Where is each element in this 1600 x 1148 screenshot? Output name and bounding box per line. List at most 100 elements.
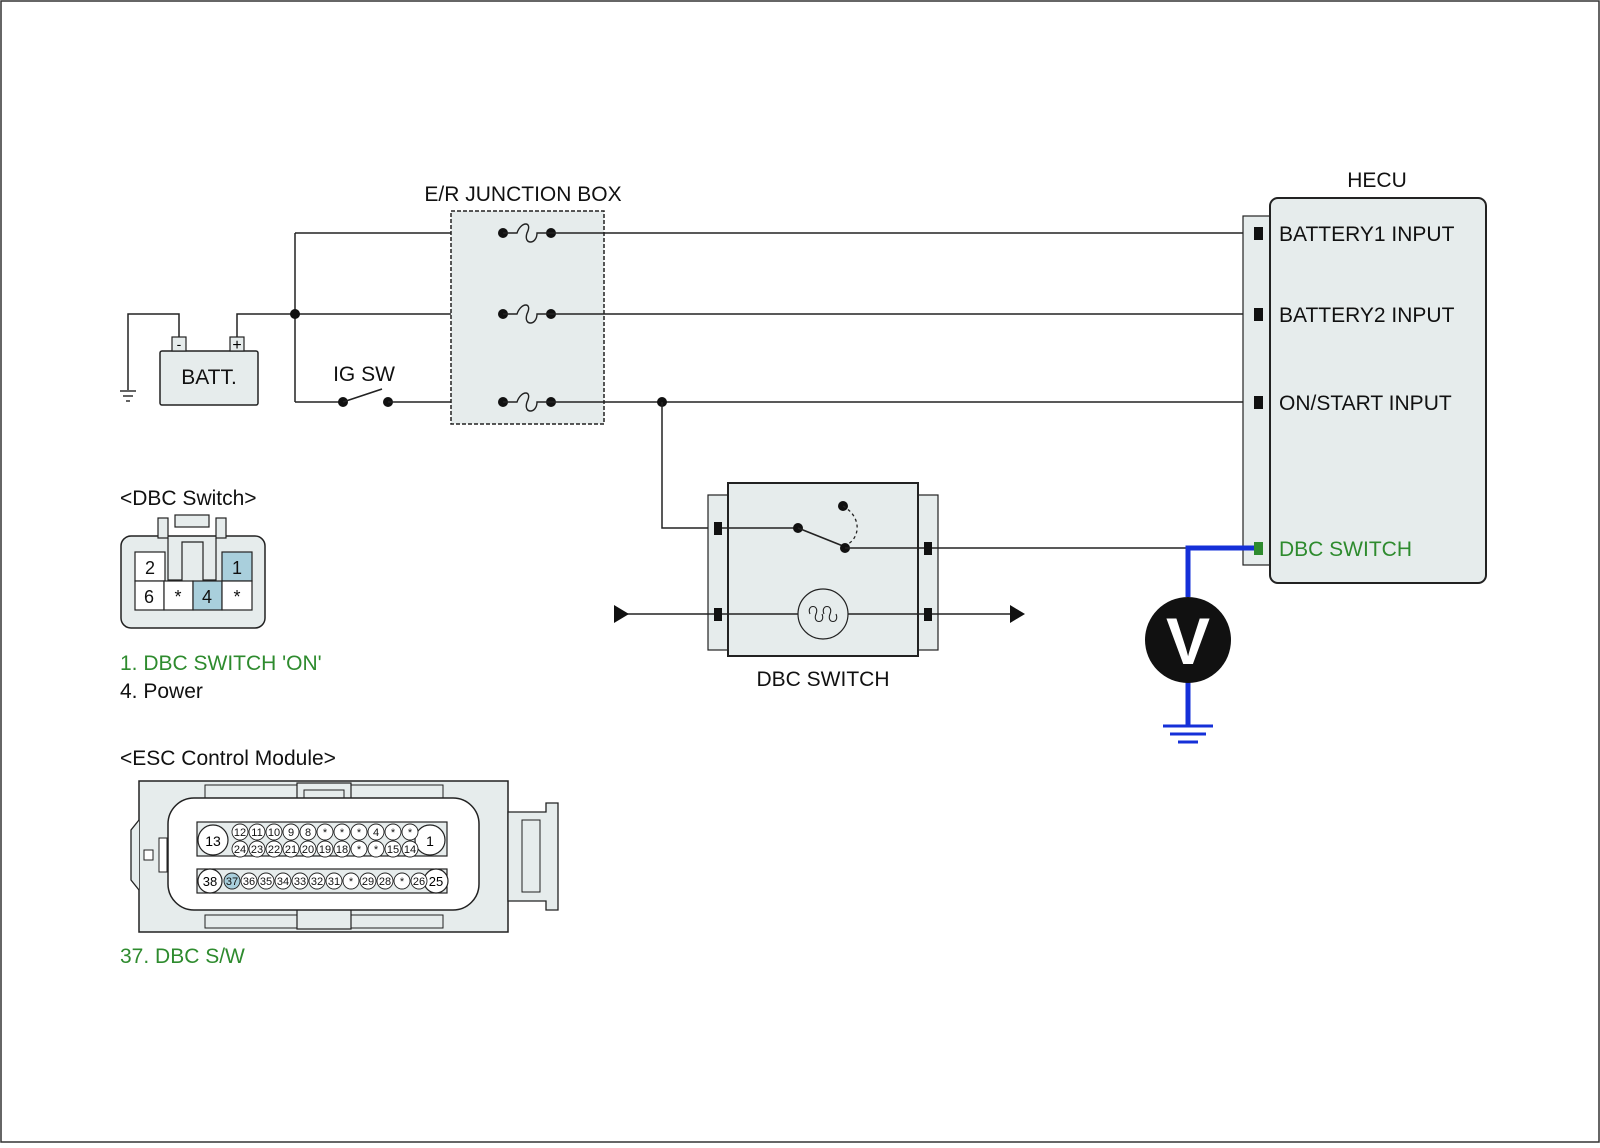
dbc-connector-title: <DBC Switch> [120, 487, 257, 510]
esc-pin-socket [223, 872, 241, 890]
esc-connector-title: <ESC Control Module> [120, 747, 336, 770]
esc-pin-socket [248, 823, 266, 841]
esc-pin-label: 32 [311, 876, 323, 888]
esc-pin-label: * [357, 827, 362, 839]
ground-symbol [120, 390, 136, 402]
esc-pin-label: 34 [277, 876, 289, 888]
junction-box [450, 210, 605, 425]
dbc-pin-4: 4 [202, 587, 212, 607]
dbc-switch-terminals [714, 522, 932, 621]
esc-pin-socket [384, 823, 402, 841]
dbc-power-wire [661, 402, 718, 529]
esc-pin-label: * [357, 844, 362, 856]
fuse-2 [498, 304, 556, 324]
hecu-dbc-terminal-highlight [1254, 542, 1263, 555]
dbc-pin-1: 1 [232, 558, 242, 578]
esc-pin-socket [265, 840, 283, 858]
esc-pin-label: 19 [319, 844, 331, 856]
esc-pin-label: * [400, 876, 405, 888]
esc-pin-label: 20 [302, 844, 314, 856]
esc-pin-1: 1 [426, 833, 434, 849]
dbc-switch-label: DBC SWITCH [757, 668, 890, 691]
esc-pin-socket [359, 872, 377, 890]
illumination-circuit [614, 605, 1025, 623]
esc-pin-socket [274, 872, 292, 890]
esc-pin-socket [367, 823, 385, 841]
esc-pin-label: 26 [413, 876, 425, 888]
esc-pin-socket [316, 840, 334, 858]
bus-junction-dot [290, 309, 300, 319]
hecu-pin-dbc-switch: DBC SWITCH [1279, 538, 1412, 561]
esc-pin-socket [299, 840, 317, 858]
esc-pin-socket [350, 840, 368, 858]
esc-pin-socket [231, 840, 249, 858]
esc-pin-label: 9 [288, 827, 294, 839]
ig-switch-label: IG SW [333, 363, 395, 386]
esc-pin-label: 22 [268, 844, 280, 856]
battery: - + BATT. [159, 336, 259, 406]
dbc-switch-contacts [722, 501, 924, 553]
esc-pin-label: 29 [362, 876, 374, 888]
battery-ground-wire [127, 313, 180, 390]
esc-pin-socket [342, 872, 360, 890]
esc-pin-label: 24 [234, 844, 246, 856]
esc-pin-socket [316, 823, 334, 841]
hecu-pin-battery1: BATTERY1 INPUT [1279, 223, 1455, 246]
esc-pin-13: 13 [205, 833, 221, 849]
esc-pin-socket [308, 872, 326, 890]
esc-pin-label: * [374, 844, 379, 856]
battery-label: BATT. [181, 366, 237, 389]
dbc-pin-empty-2: * [233, 587, 240, 607]
esc-pin-label: 37 [226, 876, 238, 888]
esc-pin-label: 11 [251, 827, 262, 839]
bulb-icon [797, 588, 849, 640]
fuse-1 [498, 223, 556, 243]
battery-minus-label: - [177, 336, 182, 352]
fuse-3 [498, 392, 556, 412]
esc-pin-38: 38 [203, 874, 217, 889]
hecu-connector-strip [1242, 215, 1272, 566]
dbc-note-4: 4. Power [120, 680, 203, 703]
battery-body [159, 350, 259, 406]
esc-pin-socket [282, 823, 300, 841]
esc-note-37: 37. DBC S/W [120, 945, 245, 968]
esc-pin-label: 31 [328, 876, 340, 888]
battery-plus-label: + [232, 337, 241, 354]
dbc-pin-6: 6 [144, 587, 154, 607]
esc-pin-label: 35 [260, 876, 272, 888]
voltmeter-probe-wires [1185, 545, 1258, 726]
esc-pin-label: 4 [373, 827, 379, 839]
hecu-box [1269, 197, 1487, 584]
esc-pin-label: 15 [387, 844, 399, 856]
esc-pin-socket [401, 840, 419, 858]
esc-pin-label: 36 [243, 876, 255, 888]
esc-pin-label: 10 [268, 827, 280, 839]
esc-pin-label: * [408, 827, 413, 839]
esc-pin-socket [333, 823, 351, 841]
esc-pin-label: 28 [379, 876, 391, 888]
voltmeter-ground-symbol [1163, 724, 1213, 744]
voltmeter-letter: V [1166, 604, 1210, 678]
esc-pin-socket [291, 872, 309, 890]
hecu-pin-battery2: BATTERY2 INPUT [1279, 304, 1455, 327]
esc-pin-label: 23 [251, 844, 263, 856]
esc-pin-label: 33 [294, 876, 306, 888]
dbc-pin-2: 2 [145, 558, 155, 578]
esc-pin-socket [257, 872, 275, 890]
esc-pin-socket [248, 840, 266, 858]
esc-pin-socket [401, 823, 419, 841]
esc-pin-socket [393, 872, 411, 890]
battery-plus-wire [236, 313, 295, 337]
esc-pin-label: * [349, 876, 354, 888]
esc-pin-socket [299, 823, 317, 841]
voltmeter-icon: V [1145, 597, 1231, 683]
esc-pin-socket [231, 823, 249, 841]
esc-pin-socket [240, 872, 258, 890]
esc-pin-label: 21 [285, 844, 297, 856]
esc-pin-socket [265, 823, 283, 841]
esc-pin-socket [333, 840, 351, 858]
esc-pin-socket [325, 872, 343, 890]
